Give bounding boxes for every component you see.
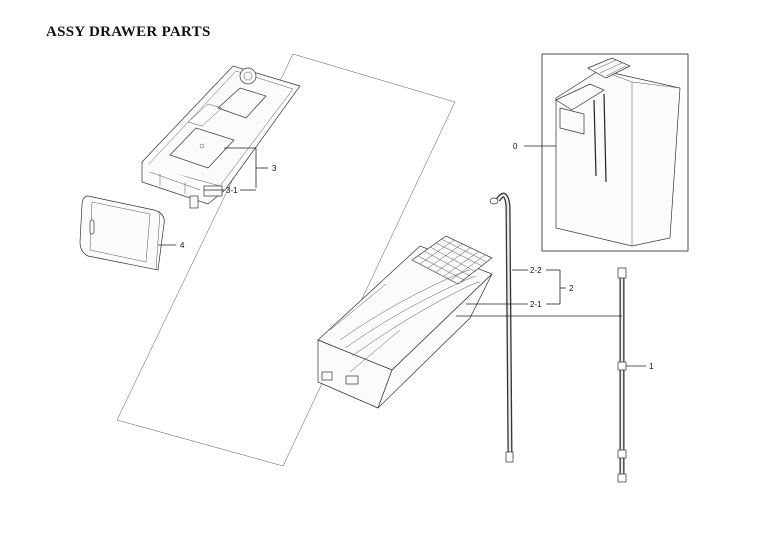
leader-lines <box>158 145 646 367</box>
part-3-drawer-cover <box>141 65 301 209</box>
callout-0: 0 <box>513 142 518 151</box>
callout-2-2: 2-2 <box>530 266 542 275</box>
callout-3-1: 3-1 <box>226 186 238 195</box>
part-2-2-hose <box>489 192 514 463</box>
callout-1: 1 <box>649 362 654 371</box>
callout-3: 3 <box>272 164 277 173</box>
part-4-front-panel <box>79 195 165 271</box>
callout-4: 4 <box>180 241 185 250</box>
part-1-hose <box>617 267 627 483</box>
callout-2: 2 <box>569 284 574 293</box>
page-title: ASSY DRAWER PARTS <box>46 24 211 40</box>
callout-2-1: 2-1 <box>530 300 542 309</box>
part-2-drawer-housing <box>317 235 493 409</box>
part-0-inset-assembly <box>541 53 689 252</box>
